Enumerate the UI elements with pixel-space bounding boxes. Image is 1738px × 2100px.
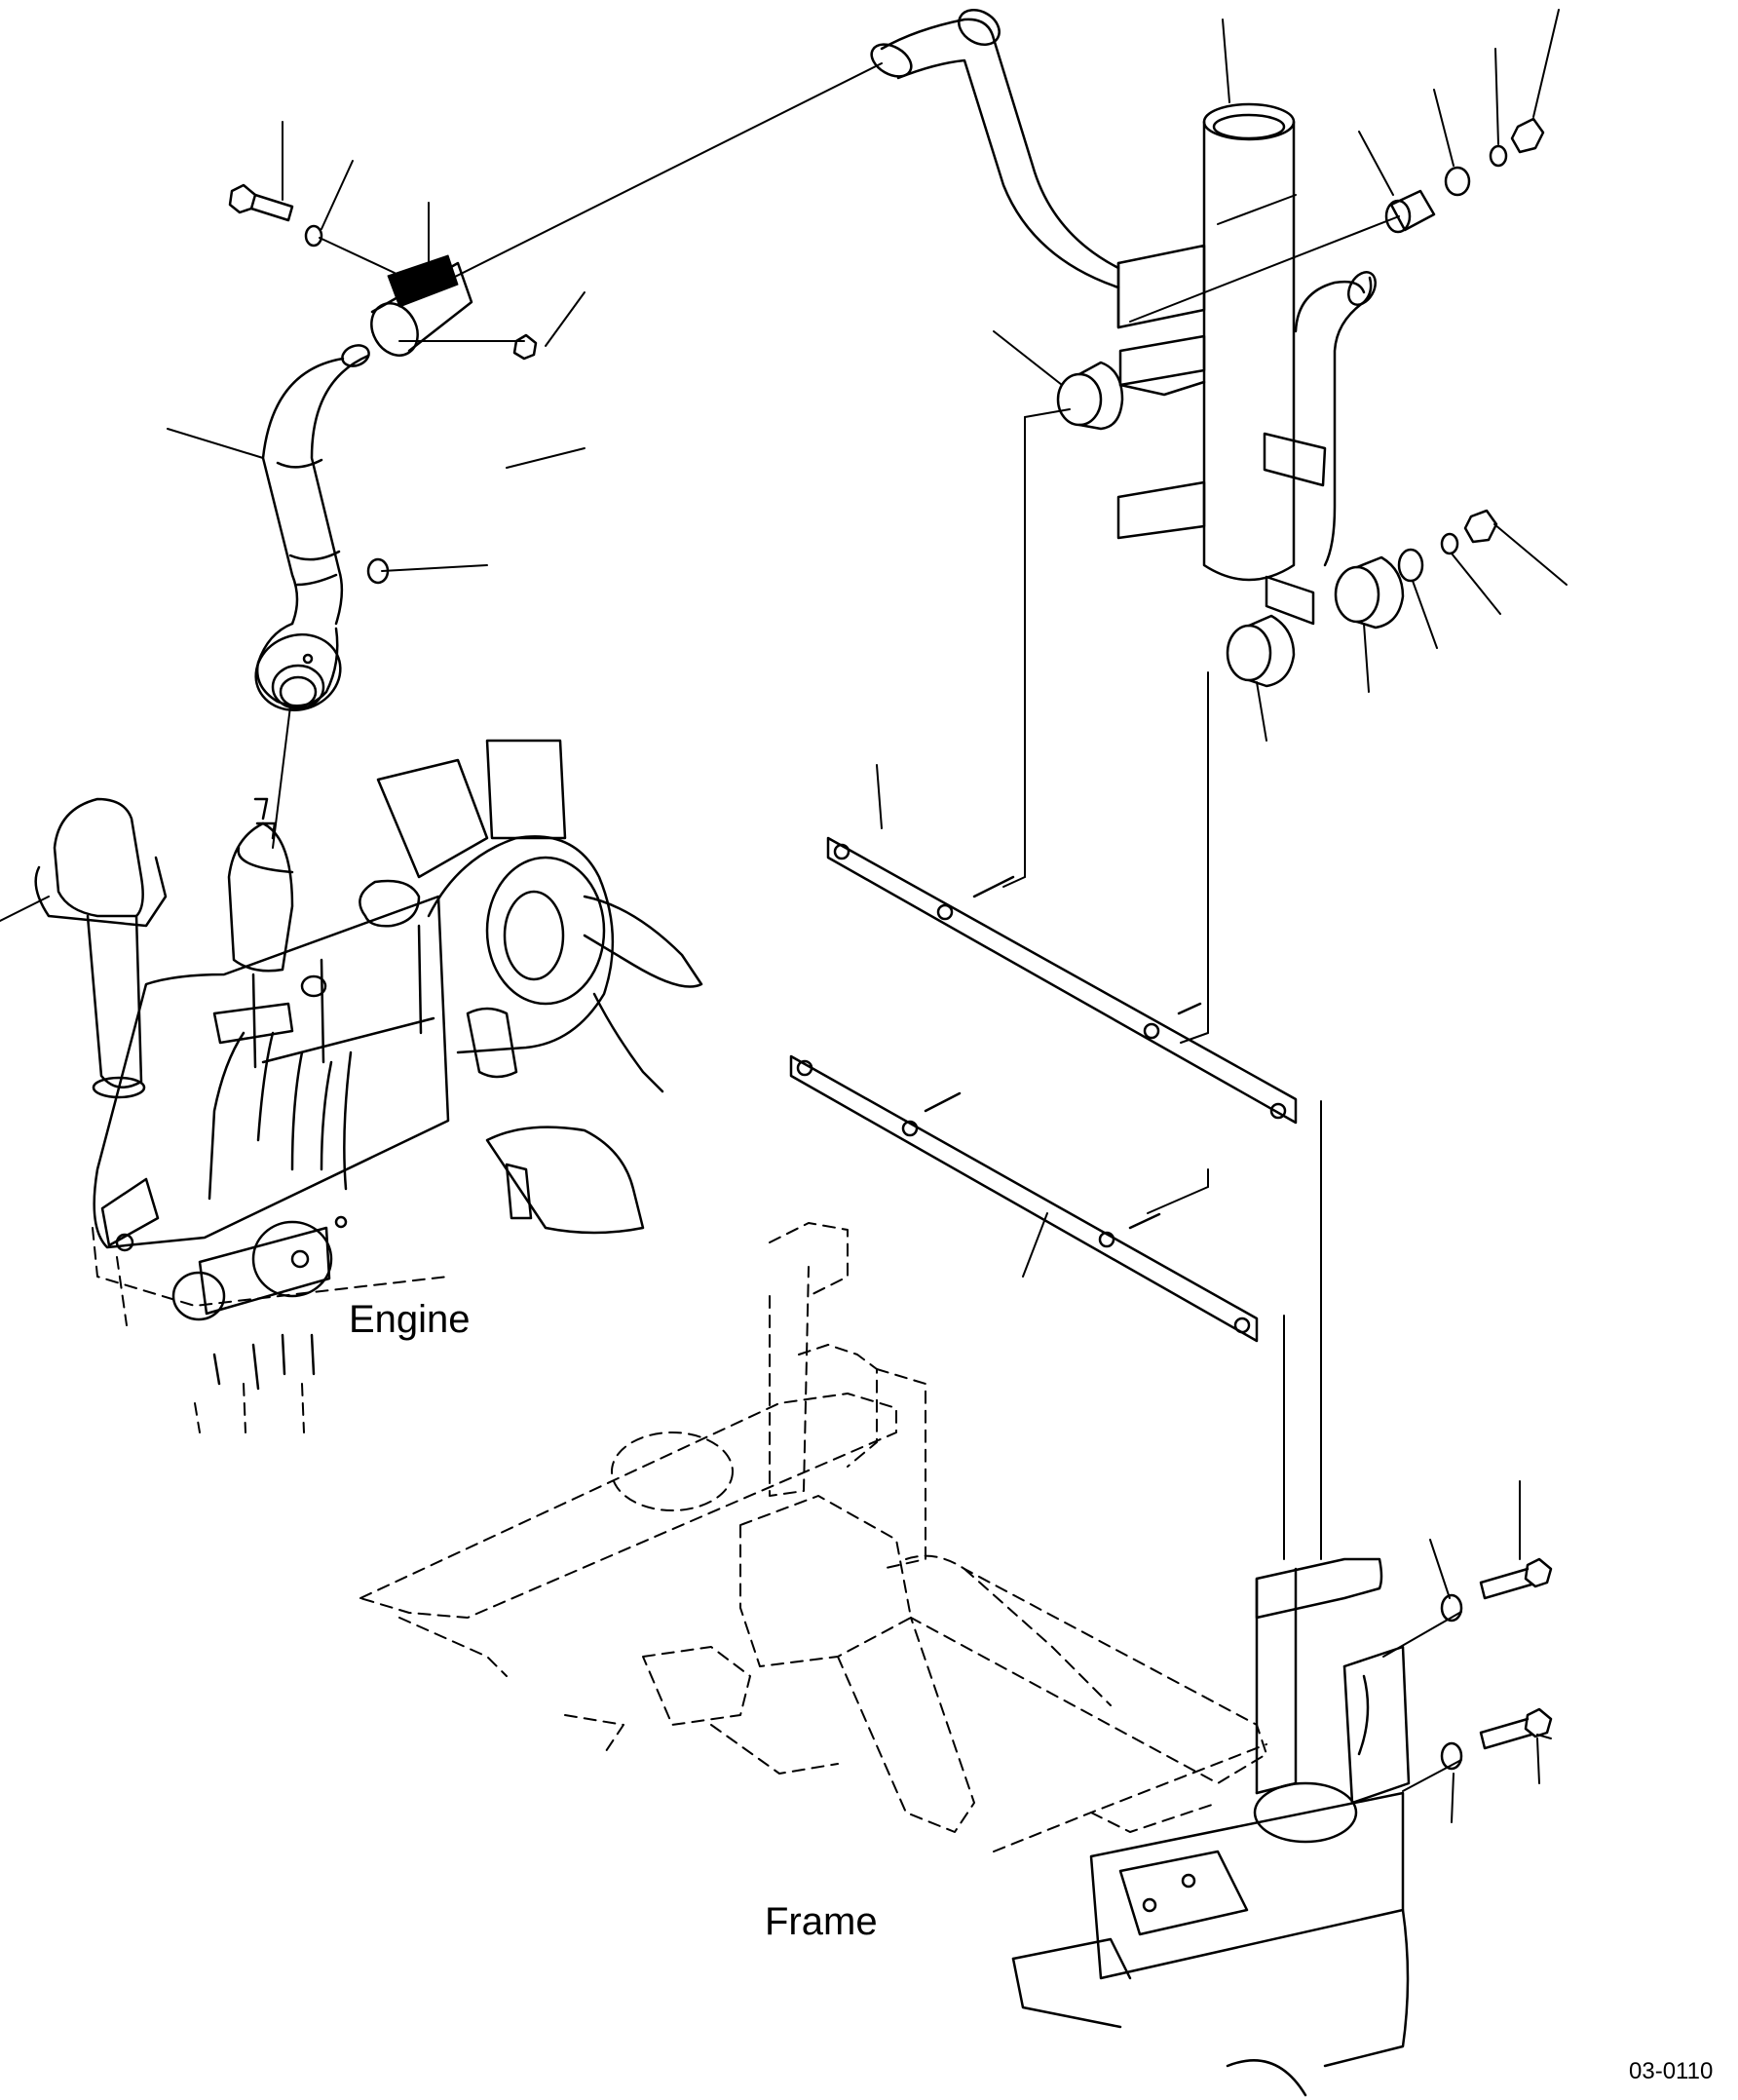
mount-rubbers bbox=[1056, 117, 1545, 688]
assembly-lines bbox=[272, 62, 1462, 1792]
engine bbox=[34, 739, 703, 1391]
support-bracket-lower bbox=[789, 1054, 1259, 1343]
bolts bbox=[228, 183, 1553, 1771]
engine-hidden-lines bbox=[92, 1227, 449, 1433]
engine-label: Engine bbox=[349, 1298, 471, 1341]
frame-label: Frame bbox=[765, 1900, 878, 1943]
flex-hose bbox=[254, 254, 473, 711]
muffler bbox=[1116, 102, 1377, 626]
leader-lines bbox=[0, 9, 1568, 1823]
frame-bracket bbox=[1011, 1557, 1411, 2097]
figure-reference-number: 03-0110 bbox=[1629, 2058, 1714, 2084]
exhaust-pipe-upper bbox=[870, 9, 1120, 289]
frame bbox=[359, 1222, 1267, 1852]
support-bracket-upper bbox=[826, 836, 1298, 1125]
